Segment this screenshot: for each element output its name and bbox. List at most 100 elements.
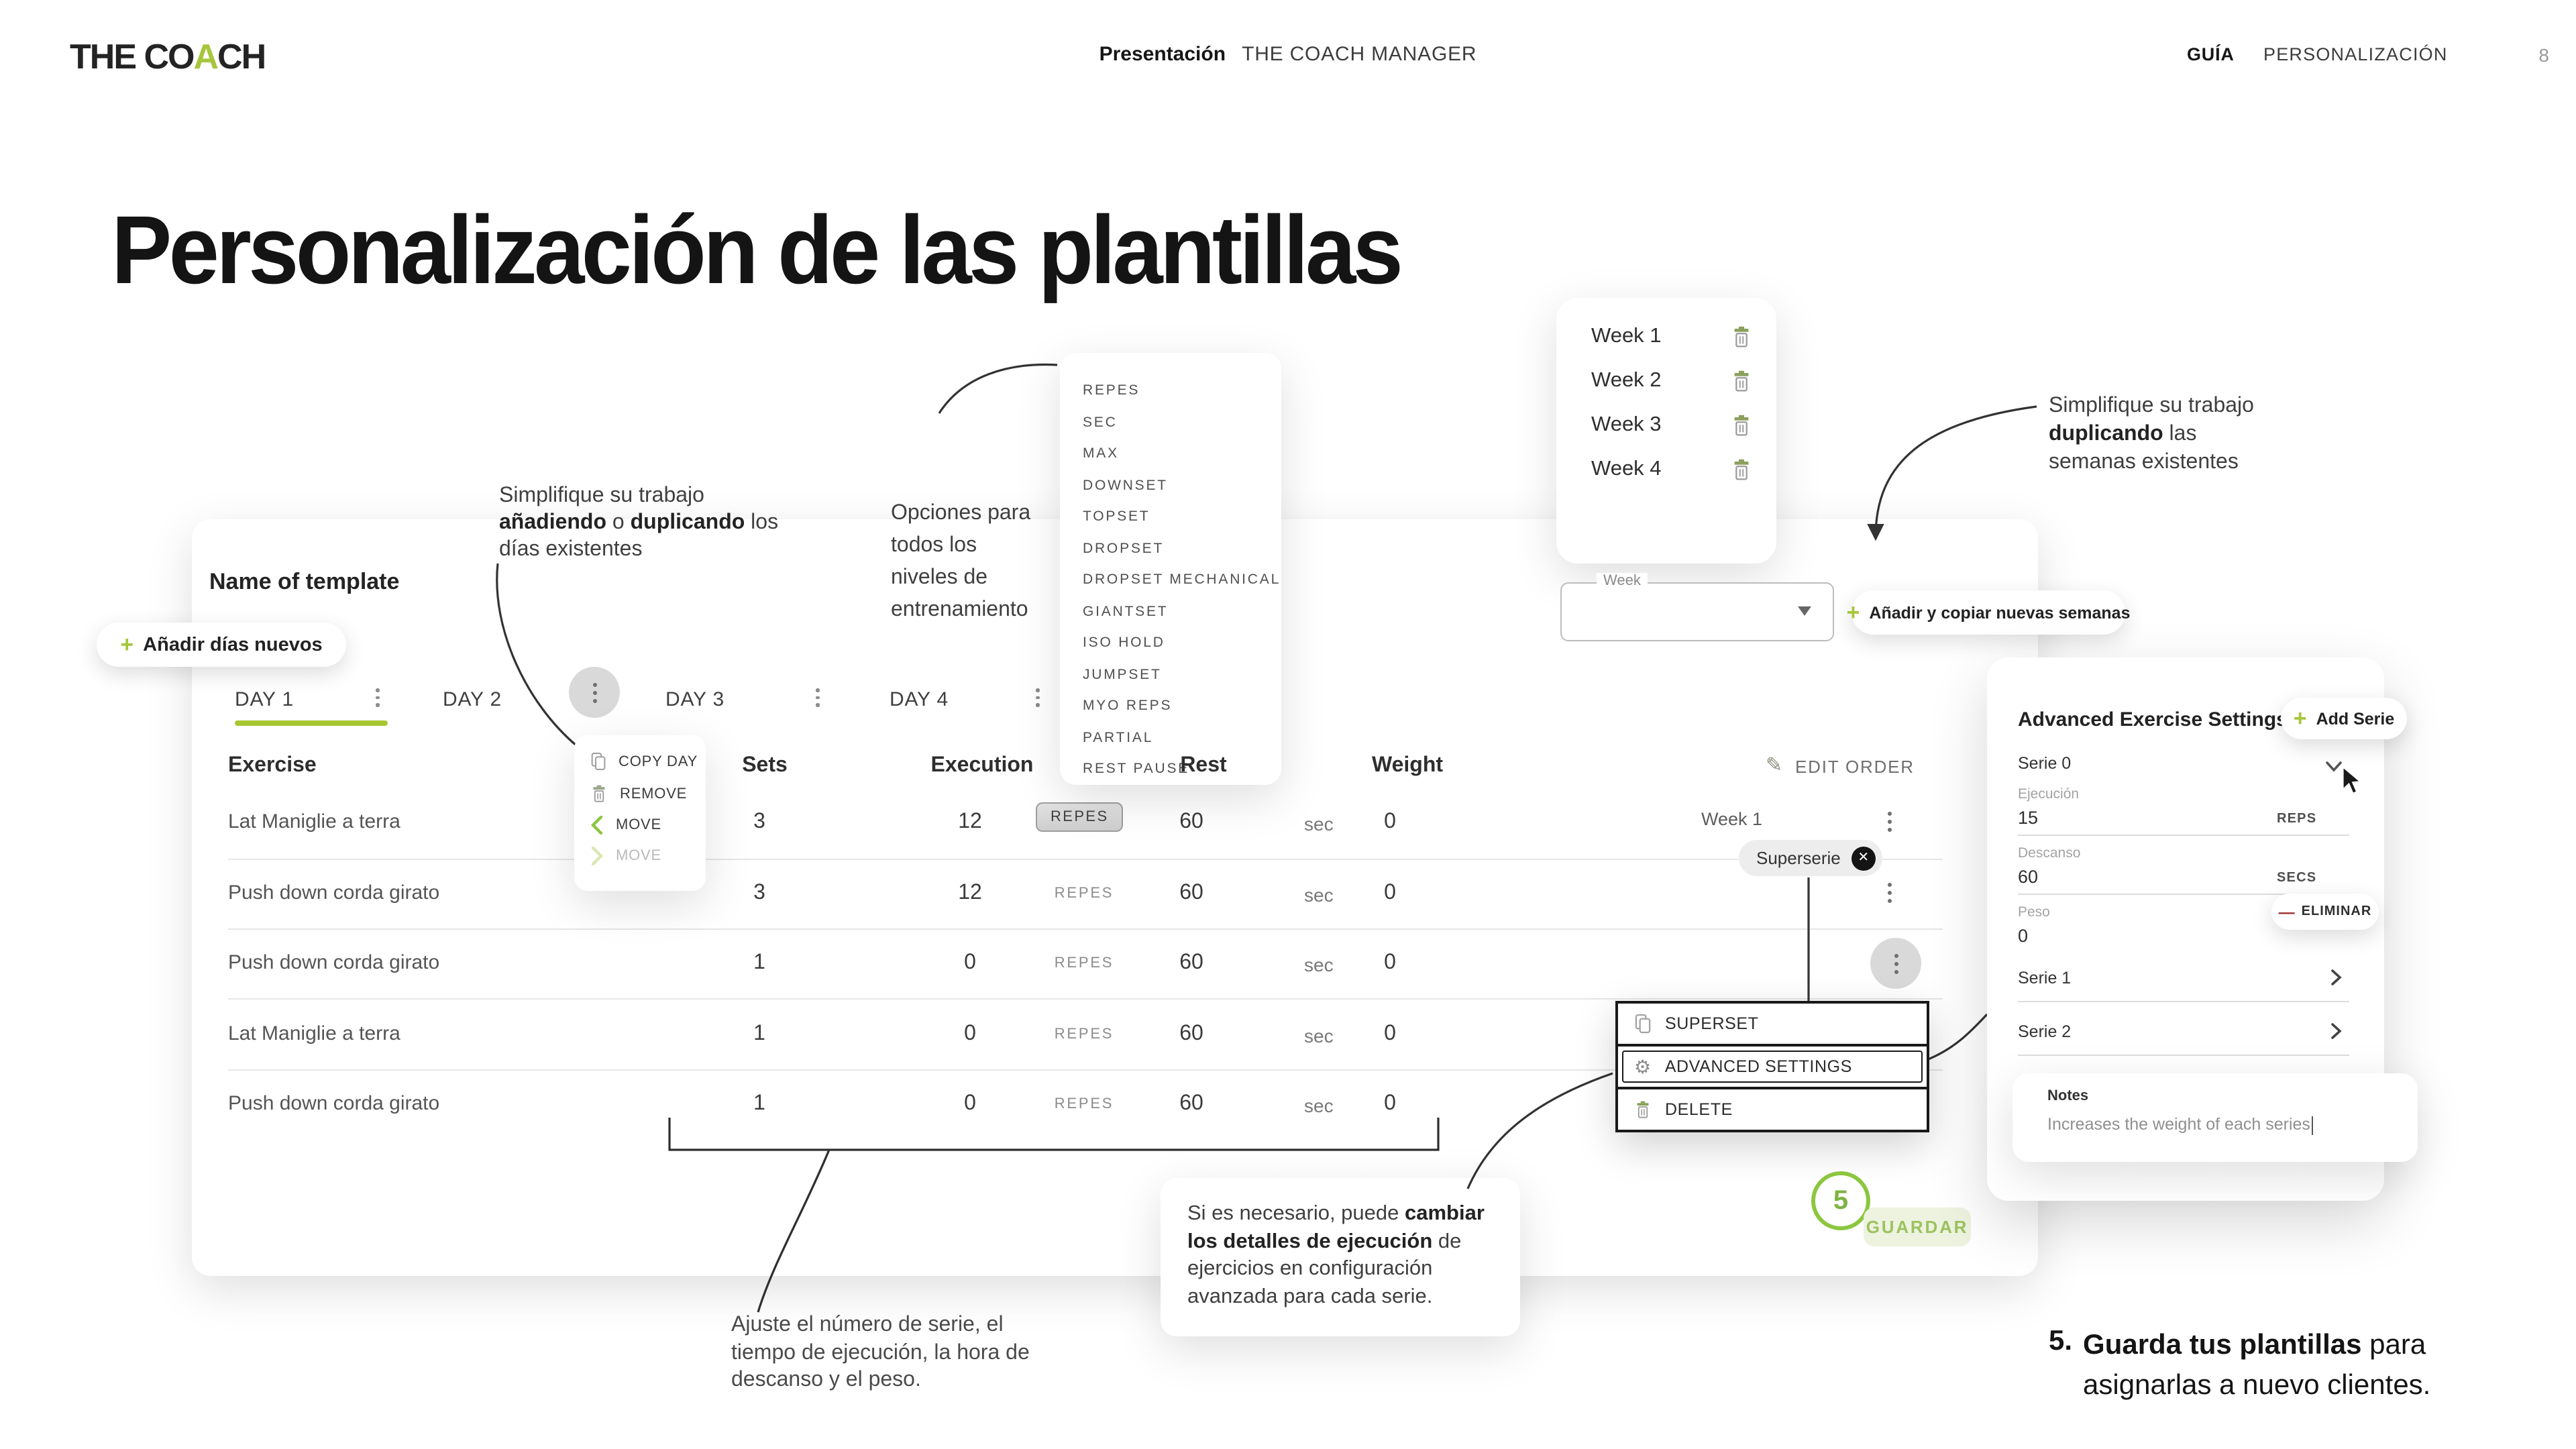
annotation-text: los	[745, 511, 779, 534]
edit-order-button[interactable]: EDIT ORDER	[1795, 757, 1915, 777]
week-select-label: Week	[1597, 573, 1648, 589]
add-days-button[interactable]: + Añadir días nuevos	[97, 623, 346, 667]
rest-field-unit: SECS	[2277, 871, 2317, 885]
menu-label: DELETE	[1665, 1100, 1733, 1119]
copy-icon	[591, 752, 606, 771]
nav-section: PERSONALIZACIÓN	[2263, 44, 2448, 64]
notes-input[interactable]: Increases the weight of each series	[2047, 1115, 2314, 1135]
guardar-label: GUARDAR	[1866, 1217, 1969, 1237]
panel-title: Advanced Exercise Settings	[2018, 708, 2288, 731]
add-days-label: Añadir días nuevos	[143, 634, 323, 655]
week-row: Week 2	[1591, 369, 1752, 393]
trash-icon	[593, 785, 605, 802]
minus-icon: —	[2278, 902, 2295, 921]
remove-superserie-icon[interactable]: ✕	[1851, 846, 1876, 870]
menu-label: COPY DAY	[619, 753, 698, 769]
exec-option[interactable]: PARTIAL	[1083, 729, 1154, 745]
guardar-button[interactable]: GUARDAR	[1864, 1208, 1971, 1246]
exec-option[interactable]: SEC	[1083, 414, 1118, 430]
menu-label: MOVE	[616, 848, 661, 864]
chevron-right-icon[interactable]	[2330, 969, 2343, 986]
annotation-text: todos los	[891, 534, 977, 557]
execution-type-dropdown: REPES SEC MAX DOWNSET TOPSET DROPSET DRO…	[1060, 353, 1281, 785]
annotation-bold: duplicando	[2049, 423, 2163, 445]
add-serie-button[interactable]: + Add Serie	[2281, 698, 2407, 739]
serie-2-header[interactable]: Serie 2	[2018, 1022, 2072, 1041]
logo-text: THE CO	[70, 36, 195, 76]
step-number-text: 5.	[2049, 1326, 2073, 1356]
chevron-down-icon[interactable]	[2325, 761, 2343, 773]
serie-1-header[interactable]: Serie 1	[2018, 969, 2072, 987]
row-context-menu: SUPERSET ⚙ ADVANCED SETTINGS DELETE	[1615, 1001, 1929, 1132]
annotation-bold: duplicando	[630, 511, 745, 534]
notes-card: Notes Increases the weight of each serie…	[2012, 1073, 2418, 1162]
logo-text-2: CH	[217, 36, 266, 76]
week-select[interactable]: Week	[1560, 573, 1834, 641]
exec-option[interactable]: ISO HOLD	[1083, 635, 1165, 651]
exec-option[interactable]: MAX	[1083, 445, 1119, 462]
trash-icon[interactable]	[1731, 458, 1752, 482]
serie-0-header[interactable]: Serie 0	[2018, 754, 2072, 773]
exec-field-label: Ejecución	[2018, 786, 2080, 802]
annotation-text: días existentes	[499, 538, 643, 561]
menu-label: REMOVE	[620, 786, 688, 802]
exec-option[interactable]: REPES	[1083, 382, 1140, 398]
annotation-text: Ajuste el número de serie, el tiempo de …	[731, 1313, 1030, 1391]
menu-label: SUPERSET	[1665, 1014, 1759, 1033]
deck-header: Presentación THE COACH MANAGER	[1099, 43, 1477, 66]
exec-option[interactable]: MYO REPS	[1083, 698, 1173, 714]
annotation-advanced-card: Si es necesario, puede cambiar los detal…	[1161, 1178, 1520, 1336]
field-divider	[2018, 1055, 2349, 1056]
annotation-options: Opciones para todos los niveles de entre…	[891, 498, 1030, 627]
trash-icon[interactable]	[1731, 413, 1752, 437]
eliminar-button[interactable]: — ELIMINAR	[2271, 894, 2379, 930]
chevron-right-icon[interactable]	[2330, 1022, 2343, 1040]
annotation-series: Ajuste el número de serie, el tiempo de …	[731, 1312, 1042, 1395]
menu-advanced-settings[interactable]: ⚙ ADVANCED SETTINGS	[1618, 1046, 1927, 1089]
annotation-text: niveles de	[891, 566, 988, 589]
superserie-chip[interactable]: Superserie ✕	[1739, 840, 1882, 876]
weight-field-value[interactable]: 0	[2018, 926, 2029, 946]
menu-delete[interactable]: DELETE	[1618, 1089, 1927, 1130]
exec-field-value[interactable]: 15	[2018, 808, 2039, 828]
annotation-dup-weeks: Simplifique su trabajo duplicando las se…	[2049, 392, 2254, 476]
annotation-add-days: Simplifique su trabajo añadiendo o dupli…	[499, 483, 778, 564]
annotation-bold: añadiendo	[499, 511, 607, 534]
step-5-badge: 5	[1811, 1171, 1870, 1230]
chevron-right-icon	[591, 847, 604, 865]
menu-remove-day[interactable]: REMOVE	[590, 784, 706, 804]
trash-icon[interactable]	[1731, 369, 1752, 393]
annotation-text: Si es necesario, puede	[1187, 1202, 1405, 1225]
exec-option[interactable]: DROPSET MECHANICAL	[1083, 572, 1281, 588]
notes-label: Notes	[2047, 1088, 2089, 1104]
exec-option[interactable]: TOPSET	[1083, 508, 1150, 525]
week-row: Week 3	[1591, 413, 1752, 437]
page-title: Personalización de las plantillas	[111, 197, 1403, 305]
rest-field-value[interactable]: 60	[2018, 867, 2039, 887]
week-item-label: Week 3	[1591, 413, 1662, 436]
menu-move-left[interactable]: MOVE	[590, 816, 706, 835]
exec-option[interactable]: REST PAUSE	[1083, 761, 1190, 777]
annotation-text: de ejercicios en configuración avanzada …	[1187, 1230, 1462, 1307]
menu-move-right-disabled: MOVE	[590, 847, 706, 865]
week-item-label: Week 1	[1591, 325, 1662, 347]
add-weeks-button[interactable]: + Añadir y copiar nuevas semanas	[1847, 590, 2130, 635]
notes-value: Increases the weight of each series	[2047, 1115, 2310, 1134]
nav-guide: GUÍA	[2187, 44, 2235, 64]
step-text: asignarlas a nuevo clientes.	[2083, 1370, 2431, 1401]
exec-option[interactable]: DROPSET	[1083, 540, 1165, 556]
exec-option[interactable]: DOWNSET	[1083, 477, 1168, 493]
menu-label: MOVE	[616, 817, 661, 833]
trash-icon[interactable]	[1731, 325, 1752, 349]
annotation-text: semanas existentes	[2049, 451, 2239, 474]
chevron-left-icon	[590, 816, 603, 835]
exec-option[interactable]: GIANTSET	[1083, 603, 1169, 619]
week-row: Week 4	[1591, 458, 1752, 482]
annotation-bold: cambiar los detalles de ejecución	[1187, 1202, 1485, 1252]
weight-field-label: Peso	[2018, 904, 2050, 920]
exec-option[interactable]: JUMPSET	[1083, 666, 1162, 682]
step-bold-text: Guarda tus plantillas	[2083, 1330, 2362, 1360]
menu-copy-day[interactable]: COPY DAY	[590, 751, 706, 771]
menu-superset[interactable]: SUPERSET	[1618, 1004, 1927, 1046]
